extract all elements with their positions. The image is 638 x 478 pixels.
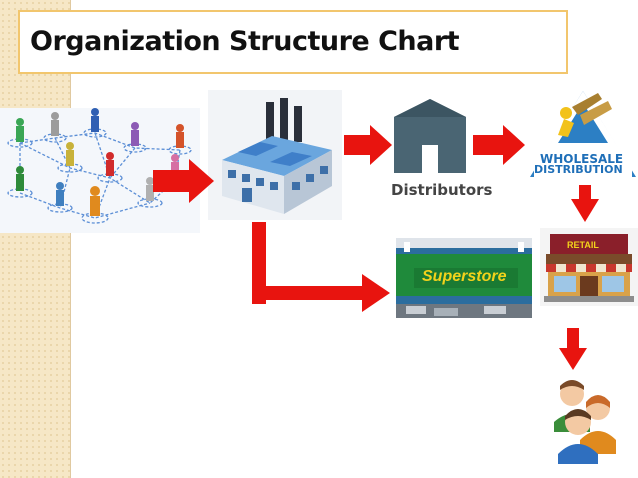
decorative-side-band [0, 0, 70, 478]
wholesale-label-line1: WHOLESALE [540, 152, 624, 166]
retail-store-image [540, 228, 638, 306]
wholesale-distribution-logo [528, 85, 638, 180]
arrow-wholesale-to-retail [571, 185, 599, 222]
superstore-sign: Superstore [422, 268, 507, 285]
side-divider [70, 0, 71, 478]
distributors-label: Distributors [391, 181, 493, 199]
people-network-image [0, 108, 200, 233]
slide-title: Organization Structure Chart [30, 26, 460, 57]
arrow-factory-to-superstore [252, 222, 390, 312]
wholesale-label-line2: DISTRIBUTION [534, 163, 623, 176]
retail-sign: RETAIL [567, 240, 599, 250]
arrow-distributors-to-wholesale [473, 125, 525, 165]
title-box: Organization Structure Chart [18, 10, 568, 74]
arrow-retail-to-customers [559, 328, 587, 370]
factory-image [208, 90, 342, 220]
superstore-image [396, 238, 532, 318]
customers-icon [548, 372, 620, 464]
arrow-factory-to-distributors [344, 125, 392, 165]
warehouse-icon [390, 95, 470, 175]
